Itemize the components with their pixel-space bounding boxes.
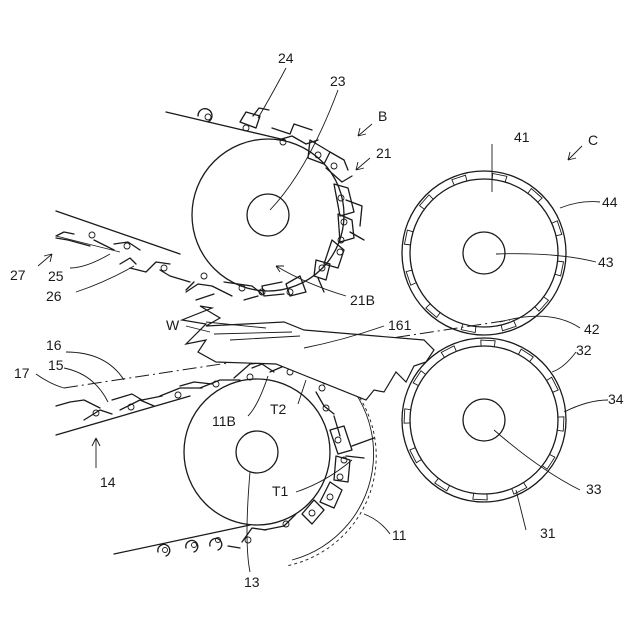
lower-shaft: [236, 431, 278, 473]
label-W: W: [166, 317, 180, 333]
upper-roller-inner: [410, 179, 558, 327]
lower-roller-outer: [402, 338, 566, 502]
label-27: 27: [10, 267, 26, 283]
label-14: 14: [100, 474, 116, 490]
lower-belt-bottom-line: [114, 525, 250, 554]
label-T2: T2: [270, 401, 287, 417]
upper-conveyor-line-lower: [56, 236, 120, 252]
label-11: 11: [392, 527, 407, 543]
lower-roller: [402, 338, 566, 502]
lower-roller-inner: [410, 346, 558, 494]
label-21: 21: [376, 145, 392, 161]
upper-roller-teeth: [404, 173, 563, 332]
label-17: 17: [14, 365, 30, 381]
label-42: 42: [584, 321, 600, 337]
label-24: 24: [278, 50, 294, 66]
label-32: 32: [576, 342, 592, 358]
label-16: 16: [46, 337, 62, 353]
upper-conveyor-line: [56, 211, 180, 254]
label-161: 161: [388, 317, 412, 333]
label-31: 31: [540, 525, 556, 541]
upper-roller-C: [402, 171, 566, 335]
label-T1: T1: [272, 483, 289, 499]
label-26: 26: [46, 288, 62, 304]
lower-roller-shaft: [463, 399, 505, 441]
label-21B: 21B: [350, 292, 375, 308]
lower-chain: [56, 360, 374, 556]
label-B: B: [378, 108, 387, 124]
label-33: 33: [586, 481, 602, 497]
label-23: 23: [330, 73, 346, 89]
lower-conveyor-bottom-line: [56, 396, 190, 435]
label-13: 13: [244, 574, 260, 590]
upper-belt-top-line: [166, 112, 285, 140]
label-25: 25: [48, 268, 64, 284]
upper-roller-outer: [402, 171, 566, 335]
label-44: 44: [602, 194, 618, 210]
upper-shaft: [247, 194, 289, 236]
label-34: 34: [608, 391, 624, 407]
lower-roller-teeth: [404, 340, 564, 500]
lower-sprocket-wheel: [184, 379, 330, 525]
label-41: 41: [514, 129, 530, 145]
upper-sprocket-wheel: [192, 139, 344, 291]
label-C: C: [588, 132, 598, 148]
upper-roller-shaft: [463, 232, 505, 274]
label-43: 43: [598, 254, 614, 270]
label-11B: 11B: [212, 413, 236, 429]
label-15: 15: [48, 357, 64, 373]
